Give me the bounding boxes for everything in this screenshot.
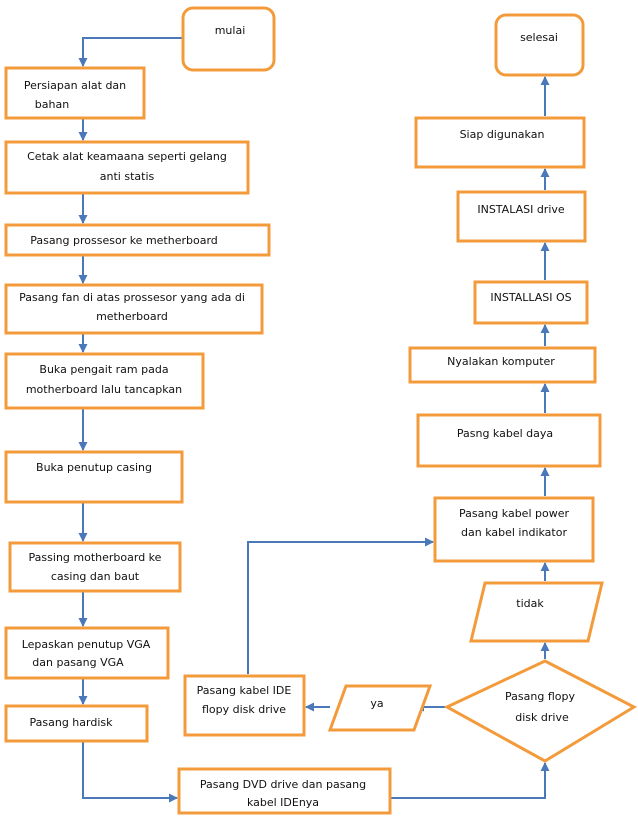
node-ide: Pasang kabel IDE flopy disk drive [183, 674, 306, 737]
arrow-hardisk-to-dvd [82, 741, 178, 803]
node-ram: Buka pengait ram pada motherboard lalu t… [4, 352, 205, 410]
node-vga: Lepaskan penutup VGA dan pasang VGA [4, 626, 170, 680]
node-passing: Passing motherboard ke casing dan baut [8, 541, 182, 593]
node-tidak-label: tidak [516, 597, 544, 610]
node-selesai: selesai [494, 13, 585, 77]
node-ram-label-1: Buka pengait ram pada [39, 363, 168, 376]
node-hardisk: Pasang hardisk [4, 704, 149, 743]
node-ram-label-2: motherboard lalu tancapkan [26, 383, 182, 396]
node-persiapan-label-1: Persiapan alat dan [24, 79, 126, 92]
node-daya-label: Pasng kabel daya [457, 427, 553, 440]
node-fan-label-1: Pasang fan di atas prossesor yang ada di [19, 291, 245, 304]
node-power-label-2: dan kabel indikator [461, 526, 567, 539]
node-mulai-label: mulai [215, 24, 246, 37]
node-ya: ya [327, 684, 433, 732]
node-passing-label-2: casing dan baut [51, 570, 140, 583]
node-dvd: Pasang DVD drive dan pasang kabel IDEnya [177, 767, 392, 815]
node-fan-label-2: metherboard [96, 310, 168, 323]
node-ya-label: ya [370, 697, 383, 710]
node-drive: INSTALASI drive [456, 190, 587, 243]
node-tidak: tidak [469, 581, 604, 643]
node-siap-label: Siap digunakan [460, 128, 545, 141]
node-ide-label-1: Pasang kabel IDE [197, 684, 292, 697]
node-nyalakan: Nyalakan komputer [408, 346, 597, 384]
node-os: INSTALLASI OS [473, 280, 589, 325]
node-siap: Siap digunakan [414, 116, 586, 169]
node-selesai-label: selesai [520, 31, 558, 44]
node-dvd-label-2: kabel IDEnya [247, 796, 319, 809]
node-prossesor: Pasang prossesor ke metherboard [4, 223, 271, 257]
node-casing-label: Buka penutup casing [36, 461, 152, 474]
node-os-label: INSTALLASI OS [490, 291, 571, 304]
node-prossesor-label: Pasang prossesor ke metherboard [30, 234, 218, 247]
node-cetak-label-1: Cetak alat keamaana seperti gelang [27, 150, 227, 163]
node-drive-label: INSTALASI drive [477, 203, 565, 216]
connectors [78, 37, 550, 803]
node-power: Pasang kabel power dan kabel indikator [433, 496, 595, 563]
node-mulai: mulai [181, 6, 276, 72]
node-vga-label-2: dan pasang VGA [32, 656, 124, 669]
arrow-ide-to-power [247, 537, 434, 674]
node-cetak: Cetak alat keamaana seperti gelang anti … [4, 140, 250, 195]
nodes: mulai Persiapan alat dan bahan Cetak ala… [4, 6, 638, 815]
node-decision-label-1: Pasang flopy [505, 690, 575, 703]
node-cetak-label-2: anti statis [100, 170, 155, 183]
node-passing-label-1: Passing motherboard ke [29, 551, 162, 564]
arrow-dvd-to-decision [390, 762, 550, 799]
node-power-label-1: Pasang kabel power [459, 507, 569, 520]
node-persiapan-label-2: bahan [35, 98, 69, 111]
node-daya: Pasng kabel daya [416, 413, 602, 468]
node-hardisk-label: Pasang hardisk [30, 716, 114, 729]
node-decision-label-2: disk drive [515, 711, 569, 724]
node-decision: Pasang flopy disk drive [443, 659, 638, 763]
node-dvd-label-1: Pasang DVD drive dan pasang [200, 778, 366, 791]
node-fan: Pasang fan di atas prossesor yang ada di… [4, 283, 264, 335]
node-persiapan: Persiapan alat dan bahan [4, 66, 146, 120]
node-vga-label-1: Lepaskan penutup VGA [22, 638, 151, 651]
node-ide-label-2: flopy disk drive [202, 703, 286, 716]
node-casing: Buka penutup casing [4, 450, 184, 504]
node-nyalakan-label: Nyalakan komputer [447, 355, 555, 368]
arrow-mulai-to-persiapan [78, 37, 183, 67]
